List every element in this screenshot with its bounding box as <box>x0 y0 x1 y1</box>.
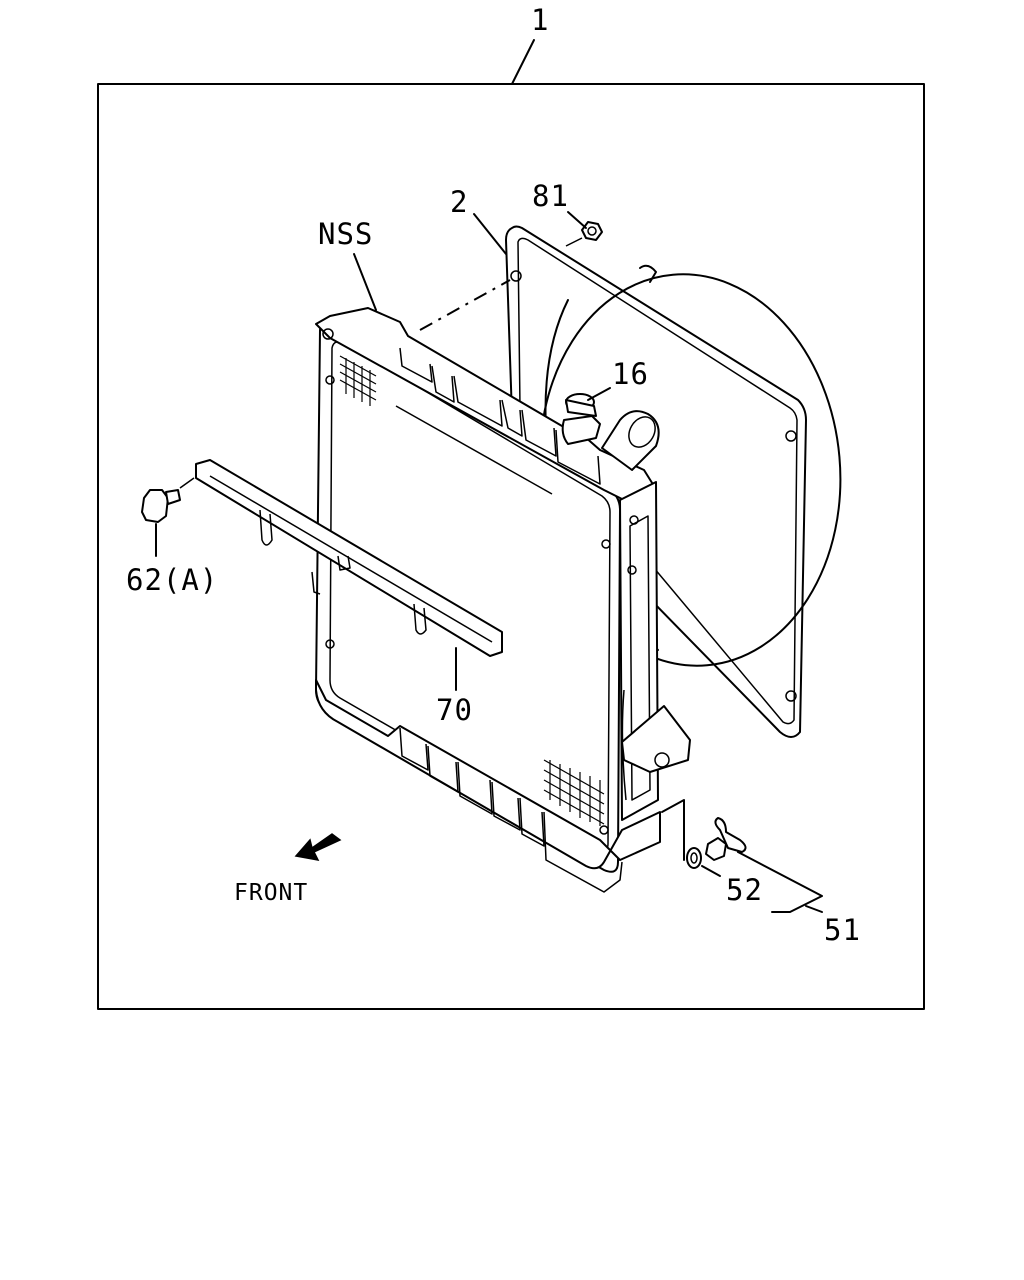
bolt-62a <box>141 477 195 523</box>
leader-81b <box>565 237 583 247</box>
drain-cock-51 <box>705 817 747 861</box>
callout-1: 1 <box>531 3 549 37</box>
leader-2 <box>473 213 507 255</box>
leader-16 <box>587 387 611 401</box>
callout-nss: NSS <box>318 217 373 251</box>
callout-81: 81 <box>532 179 569 213</box>
leader-51 <box>805 905 823 913</box>
support-bracket-70 <box>195 459 503 657</box>
leader-nss <box>353 253 377 311</box>
leader-52 <box>701 865 721 877</box>
leader-51-bracket <box>737 851 823 913</box>
callout-70: 70 <box>436 693 473 727</box>
radiator <box>315 307 691 893</box>
leader-81 <box>567 211 587 229</box>
front-arrow-icon <box>294 833 342 862</box>
callout-16: 16 <box>612 357 649 391</box>
leader-1 <box>511 39 535 85</box>
washer-52 <box>686 847 702 869</box>
nut-81 <box>581 221 603 241</box>
callout-62a: 62(A) <box>126 563 218 597</box>
leader-drain <box>661 799 685 861</box>
alignment-line <box>419 279 511 331</box>
callout-51: 51 <box>824 913 861 947</box>
callout-2: 2 <box>450 185 468 219</box>
callout-52: 52 <box>726 873 763 907</box>
front-label: FRONT <box>234 880 308 906</box>
